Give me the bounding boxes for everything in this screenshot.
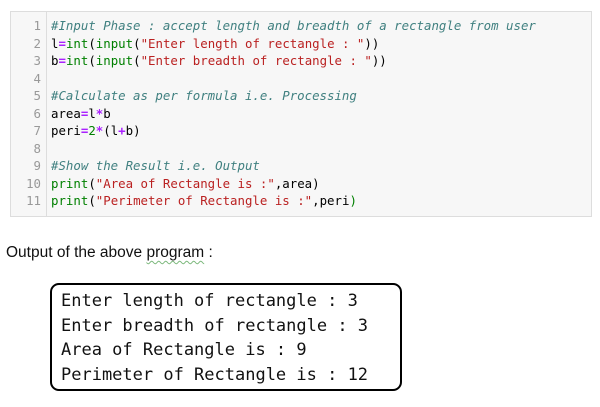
code-token: ( [133, 53, 141, 68]
code-token: print [51, 175, 89, 191]
code-token: #Calculate as per formula i.e. Processin… [51, 88, 357, 103]
line-number-gutter [11, 12, 47, 216]
code-listing: 1 #Input Phase : accept length and breadt… [10, 11, 592, 217]
code-text: b=int(input("Enter breadth of rectangle … [51, 52, 387, 70]
code-token: ( [133, 35, 141, 51]
code-token: ( [88, 35, 96, 51]
code-token: = [58, 53, 66, 68]
code-token: = [58, 35, 66, 51]
code-token: b [103, 105, 111, 121]
line-number: 5 [33, 88, 41, 103]
code-token: ) [349, 193, 357, 208]
code-token: (l [103, 123, 119, 138]
code-token: 2 [88, 123, 96, 138]
program-output-box: Enter length of rectangle : 3 Enter brea… [50, 283, 402, 391]
code-token: l [51, 35, 59, 51]
code-token: b [51, 53, 59, 68]
line-number: 11 [26, 193, 41, 208]
code-token: peri [51, 123, 81, 138]
code-token: #Show the Result i.e. Output [51, 158, 260, 173]
code-token: ( [88, 53, 96, 68]
output-line: Enter breadth of rectangle : 3 [61, 315, 369, 336]
caption-flagged-word: program [146, 244, 205, 261]
code-token: = [80, 123, 89, 138]
line-number: 2 [33, 35, 41, 51]
code-token: "Enter length of rectangle : " [140, 35, 365, 51]
code-token: ,peri [312, 193, 350, 208]
code-token: area [51, 105, 81, 121]
line-number: 4 [33, 70, 41, 86]
code-text: #Input Phase : accept length and breadth… [51, 17, 536, 35]
code-token: "Area of Rectangle is :" [95, 175, 275, 191]
code-text: area=l*b [51, 105, 111, 123]
code-text: #Show the Result i.e. Output [51, 157, 260, 175]
code-token: "Enter breadth of rectangle : " [140, 53, 372, 68]
code-token: )) [364, 35, 380, 51]
code-token: l [88, 105, 96, 121]
code-token: int [65, 53, 89, 68]
code-token: b) [125, 123, 141, 138]
line-number: 9 [33, 158, 41, 173]
code-token: = [80, 105, 89, 121]
code-text: l=int(input("Enter length of rectangle :… [51, 35, 379, 53]
line-number: 10 [26, 175, 41, 191]
code-token: ( [88, 193, 96, 208]
code-text: print("Perimeter of Rectangle is :",peri… [51, 192, 357, 210]
code-token: int [65, 35, 89, 51]
line-number: 1 [33, 18, 41, 33]
code-token: ,area) [274, 175, 320, 191]
line-number: 6 [33, 105, 41, 121]
code-token: )) [371, 53, 387, 68]
code-token: input [95, 35, 134, 51]
code-token: ( [88, 175, 96, 191]
caption-prefix: Output of the above [6, 244, 147, 261]
line-number: 8 [33, 140, 41, 156]
code-text: peri=2*(l+b) [51, 122, 141, 140]
line-number: 7 [33, 123, 41, 138]
output-line: Enter length of rectangle : 3 [61, 291, 358, 311]
code-token: * [95, 123, 104, 138]
output-line: Perimeter of Rectangle is : 12 [61, 364, 369, 385]
code-text: print("Area of Rectangle is :",area) [51, 175, 320, 193]
code-token: "Perimeter of Rectangle is :" [95, 193, 313, 208]
code-token: print [51, 193, 89, 208]
code-text: #Calculate as per formula i.e. Processin… [51, 87, 357, 105]
code-token: #Input Phase : accept length and breadth… [51, 18, 536, 33]
code-token: + [118, 123, 126, 138]
code-token: * [95, 105, 104, 121]
output-line: Area of Rectangle is : 9 [61, 340, 307, 360]
caption-suffix: : [204, 244, 213, 261]
code-token: input [95, 53, 134, 68]
output-caption: Output of the above program : [6, 244, 213, 262]
line-number: 3 [33, 53, 41, 68]
